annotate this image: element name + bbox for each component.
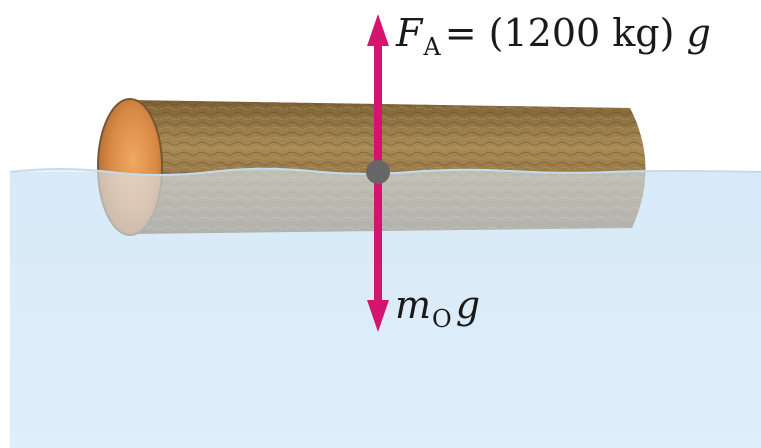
buoyant-force-arrowhead: [367, 14, 389, 46]
buoyant-force-value: = (1200 kg): [444, 11, 675, 55]
mass-subscript: O: [432, 305, 452, 333]
center-of-mass-dot: [366, 160, 390, 184]
force-subscript: A: [423, 33, 441, 61]
buoyant-force-label: FA= (1200 kg) g: [396, 11, 711, 59]
force-symbol: F: [396, 11, 423, 55]
mass-symbol: m: [395, 283, 432, 327]
gravity-symbol: g: [686, 11, 711, 55]
weight-force-arrowhead: [367, 300, 389, 332]
gravity-symbol: g: [455, 283, 481, 327]
force-arrows: [367, 14, 389, 332]
